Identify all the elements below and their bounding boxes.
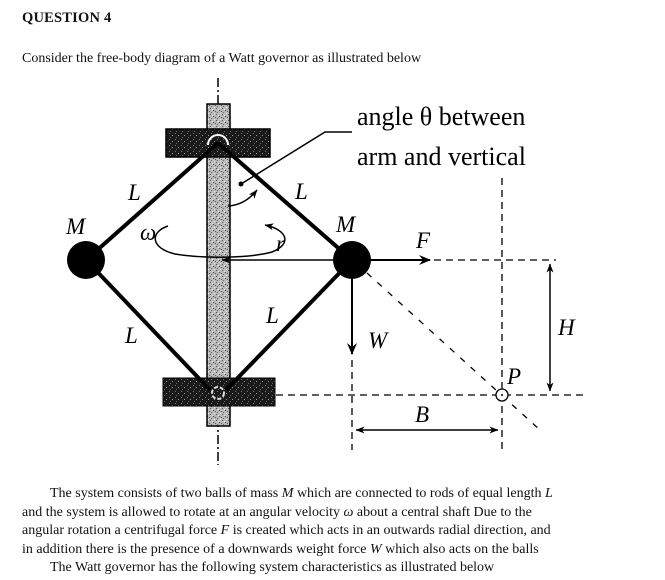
callout-text-line1: angle θ between bbox=[357, 102, 525, 131]
central-shaft bbox=[206, 103, 231, 427]
label-arm-upper-left: L bbox=[127, 180, 141, 205]
description-line-1: The system consists of two balls of mass… bbox=[50, 486, 553, 501]
question-heading: QUESTION 4 bbox=[22, 10, 112, 26]
label-arm-lower-left: L bbox=[124, 323, 138, 348]
label-arm-upper-right: L bbox=[294, 179, 308, 204]
description-line-4: in addition there is the presence of a d… bbox=[22, 541, 539, 557]
top-pivot bbox=[207, 134, 229, 146]
label-omega: ω bbox=[140, 220, 156, 245]
arm-upper-left bbox=[84, 141, 220, 262]
description-line-2: and the system is allowed to rotate at a… bbox=[22, 504, 532, 520]
question-intro: Consider the free-body diagram of a Watt… bbox=[22, 51, 422, 66]
label-base: B bbox=[415, 402, 429, 427]
ball-left bbox=[67, 241, 105, 279]
callout-text-line2: arm and vertical bbox=[357, 142, 526, 171]
label-force-w: W bbox=[368, 328, 389, 353]
ball-right bbox=[333, 241, 371, 279]
arm-lower-right bbox=[224, 258, 354, 392]
description-line-5: The Watt governor has the following syst… bbox=[50, 560, 495, 575]
resultant-line bbox=[366, 272, 541, 431]
label-force-f: F bbox=[415, 228, 431, 253]
label-point-p: P bbox=[506, 364, 521, 389]
label-mass-left: M bbox=[65, 214, 87, 239]
label-mass-right: M bbox=[335, 212, 357, 237]
bottom-pivot bbox=[211, 386, 225, 400]
label-height: H bbox=[557, 315, 576, 340]
theta-angle-arc bbox=[227, 189, 258, 207]
arm-upper-right bbox=[216, 141, 354, 262]
arm-lower-left bbox=[84, 258, 212, 392]
description-line-3: angular rotation a centrifugal force F i… bbox=[22, 523, 551, 538]
bottom-collar bbox=[162, 377, 276, 407]
description-paragraph: The system consists of two balls of mass… bbox=[22, 485, 650, 578]
point-p-dot bbox=[501, 394, 503, 396]
label-arm-lower-right: L bbox=[265, 303, 279, 328]
label-radius: r bbox=[276, 231, 286, 256]
callout-leader bbox=[240, 131, 352, 185]
watt-governor-diagram: L L L L M M ω r F W H B P angle θ betwee… bbox=[65, 78, 586, 465]
